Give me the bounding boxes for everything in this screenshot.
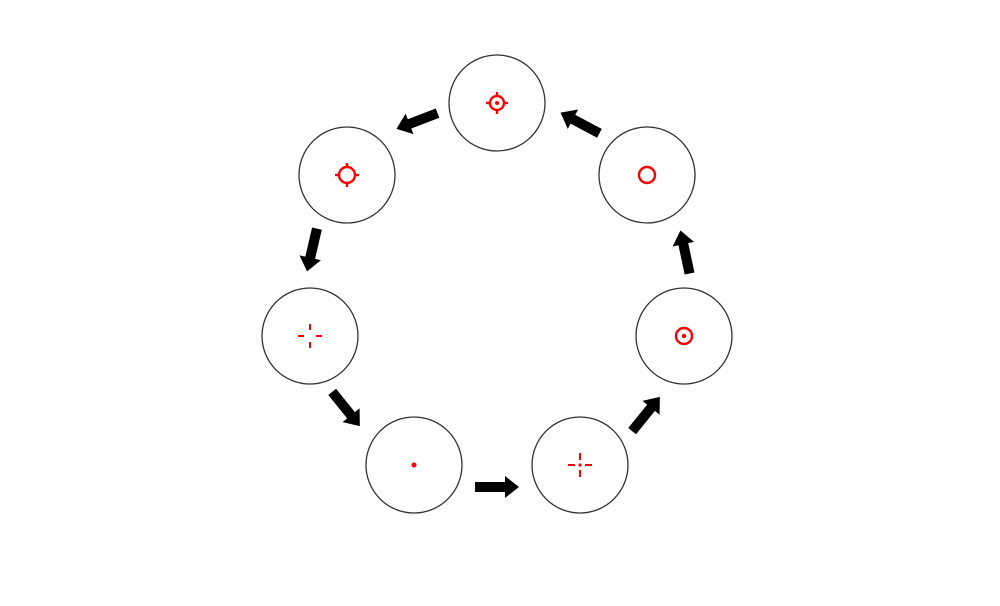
- reticle-lens-bottom-left[interactable]: [365, 416, 463, 514]
- reticle-lens-top[interactable]: [448, 54, 546, 152]
- four-dash-crosshair-dot-reticle-icon: [568, 453, 592, 477]
- lens-ring: [598, 126, 696, 224]
- arrow-bottom-right-to-middle-right-icon: [628, 396, 660, 435]
- circle-reticle-icon: [637, 165, 657, 185]
- arrow-top-to-upper-left-icon: [396, 108, 440, 135]
- reticle-lens-middle-right[interactable]: [635, 287, 733, 385]
- circle-dot-crosshair-ticks-reticle-icon: [486, 92, 508, 114]
- circle-crosshair-ticks-reticle-icon: [335, 163, 359, 187]
- arrow-middle-right-to-upper-right-icon: [672, 230, 695, 275]
- four-dash-crosshair-reticle-icon: [298, 324, 322, 348]
- circle-dot-reticle-icon: [674, 326, 694, 346]
- arrow-middle-left-to-bottom-left-icon: [328, 388, 360, 427]
- reticle-lens-upper-left[interactable]: [298, 126, 396, 224]
- reticle-lens-middle-left[interactable]: [261, 287, 359, 385]
- dot-reticle-icon: [411, 462, 417, 468]
- arrow-upper-left-to-middle-left-icon: [299, 227, 322, 272]
- lens-ring: [261, 287, 359, 385]
- lens-ring: [298, 126, 396, 224]
- arrow-bottom-left-to-bottom-right-icon: [475, 476, 519, 498]
- arrow-upper-right-to-top-icon: [560, 109, 602, 138]
- reticle-lens-upper-right[interactable]: [598, 126, 696, 224]
- reticle-lens-bottom-right[interactable]: [531, 416, 629, 514]
